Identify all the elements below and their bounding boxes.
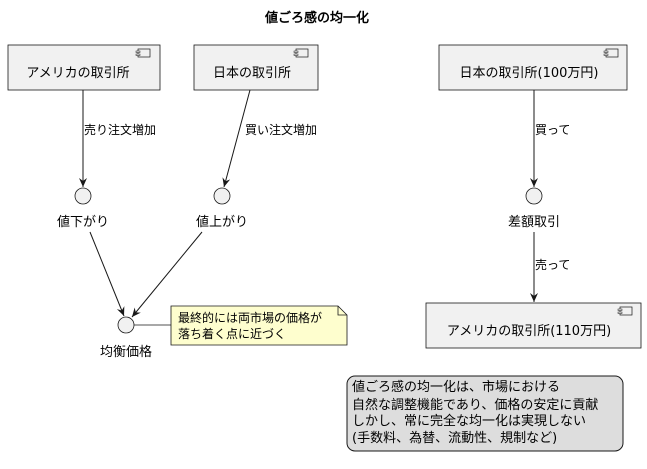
node-label: 差額取引 [508,215,560,230]
note-line: 最終的には両市場の価格が [178,310,322,325]
component-icon [293,48,309,58]
edge-price-down-to-equalized [89,231,125,317]
node-equalized-price: 均衡価格 [100,316,152,360]
legend-line: (手数料、為替、流動性、規制など) [352,430,557,446]
edge-us-to-price-down: 売り注文増加 [79,90,156,187]
edge-label: 買って [535,123,570,137]
node-price-down: 値下がり [57,187,109,230]
note-equalization-point: 最終的には両市場の価格が 落ち着く点に近づく [134,305,348,346]
edge-label: 売り注文増加 [84,122,156,137]
legend-line: 自然な調整機能であり、価格の安定に貢献 [352,397,598,413]
component-icon [603,48,619,58]
component-label: 日本の取引所(100万円) [460,66,599,81]
component-label: アメリカの取引所(110万円) [447,324,611,339]
edge-label: 売って [535,257,570,272]
edge-price-up-to-equalized [131,231,203,318]
node-price-up: 値上がり [196,187,248,230]
component-us-exchange-110: アメリカの取引所(110万円) [425,302,642,349]
legend-line: 値ごろ感の均一化は、市場における [352,379,560,395]
diagram-title: 値ごろ感の均一化 [264,10,369,26]
component-jp-exchange: 日本の取引所 [193,44,319,91]
legend-box: 値ごろ感の均一化は、市場における 自然な調整機能であり、価格の安定に貢献 しかし… [346,375,624,452]
component-icon [135,48,151,58]
component-us-exchange: アメリカの取引所 [7,44,161,91]
component-label: アメリカの取引所 [26,66,129,81]
component-label: 日本の取引所 [213,66,291,81]
legend-line: しかし、常に完全な均一化は実現しない [352,413,586,429]
edge-jp-to-price-up: 買い注文増加 [222,89,317,188]
node-arbitrage: 差額取引 [508,187,560,230]
node-label: 値上がり [196,214,248,230]
node-label: 均衡価格 [100,344,152,360]
edge-arbitrage-to-us110: 売って [530,232,570,302]
edge-jp100-to-arbitrage: 買って [530,90,570,187]
node-label: 値下がり [57,214,109,230]
component-jp-exchange-100: 日本の取引所(100万円) [438,44,628,91]
note-line: 落ち着く点に近づく [178,326,286,341]
component-icon [617,306,633,316]
edge-label: 買い注文増加 [245,122,317,137]
